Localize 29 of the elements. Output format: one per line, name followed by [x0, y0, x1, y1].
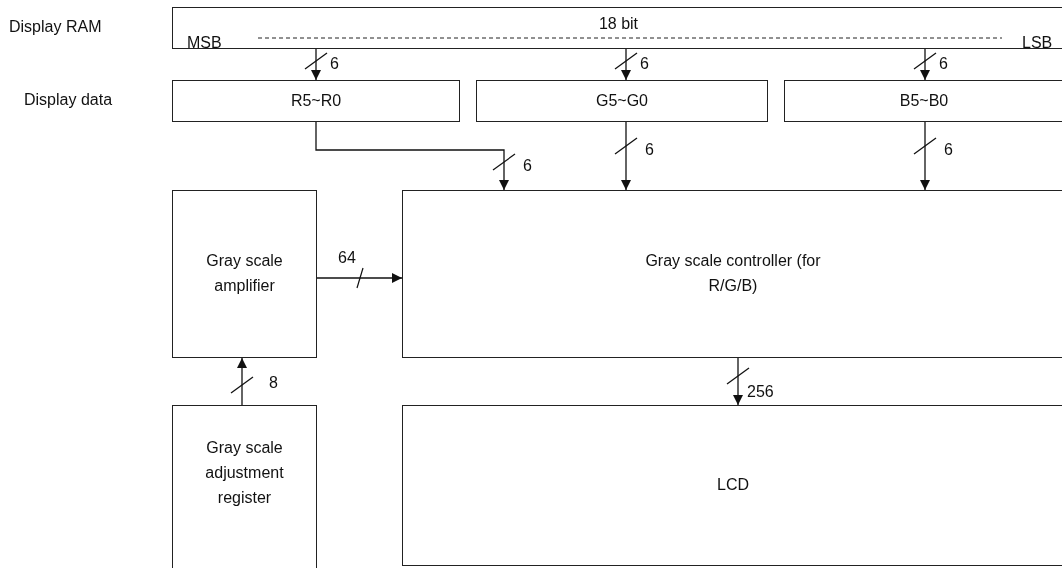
block-label: R5~R0	[290, 90, 342, 111]
block-label: LCD	[717, 475, 749, 496]
block-label: LSB	[1022, 33, 1053, 53]
row-label: Display data	[24, 91, 113, 109]
bus-arrow	[311, 48, 321, 81]
block-box	[476, 80, 768, 122]
row-label: Display RAM	[9, 18, 102, 36]
block-label: Gray scale amplifier	[205, 251, 284, 296]
block-box	[784, 80, 1062, 122]
bus-arrow	[621, 121, 631, 191]
block-box	[172, 190, 317, 358]
bus-arrow	[237, 357, 247, 406]
block-box	[172, 80, 460, 122]
memory-bar	[172, 7, 1062, 49]
bus-arrow	[920, 48, 930, 81]
block-box	[172, 405, 317, 568]
bus-arrow	[316, 273, 403, 283]
block-label: B5~B0	[899, 90, 949, 111]
bus-arrow	[315, 121, 509, 191]
block-box	[402, 190, 1062, 358]
block-label: Gray scale adjustment register	[204, 438, 285, 508]
block-label: 18 bit	[597, 14, 640, 34]
bus-arrow	[920, 121, 930, 191]
bus-arrow	[733, 357, 743, 406]
block-label: MSB	[187, 33, 222, 53]
block-label: G5~G0	[596, 90, 648, 111]
bus-arrow	[621, 48, 631, 81]
block-box	[402, 405, 1062, 566]
block-label: Gray scale controller (for R/G/B)	[644, 251, 822, 296]
